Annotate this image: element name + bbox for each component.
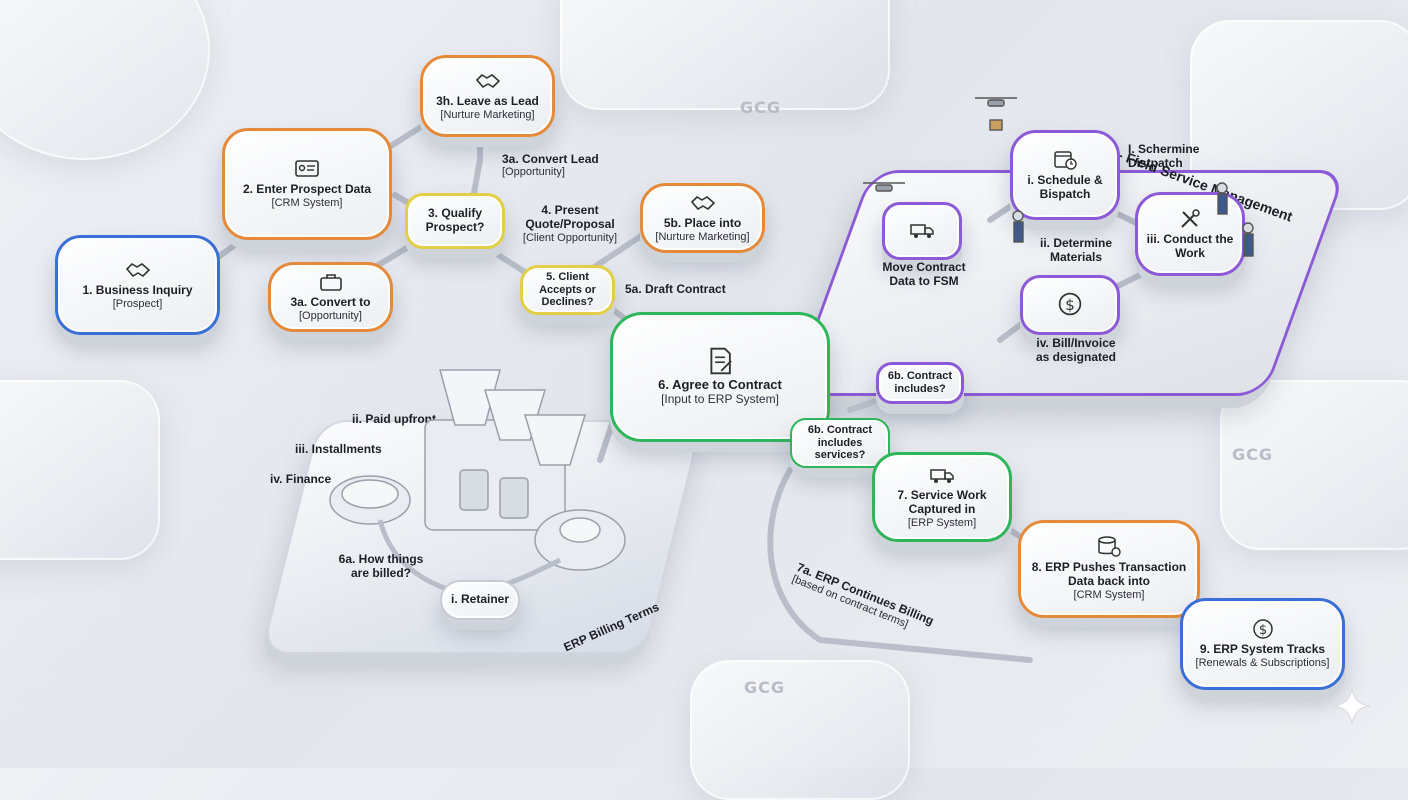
sparkle-icon: [0, 0, 1408, 768]
